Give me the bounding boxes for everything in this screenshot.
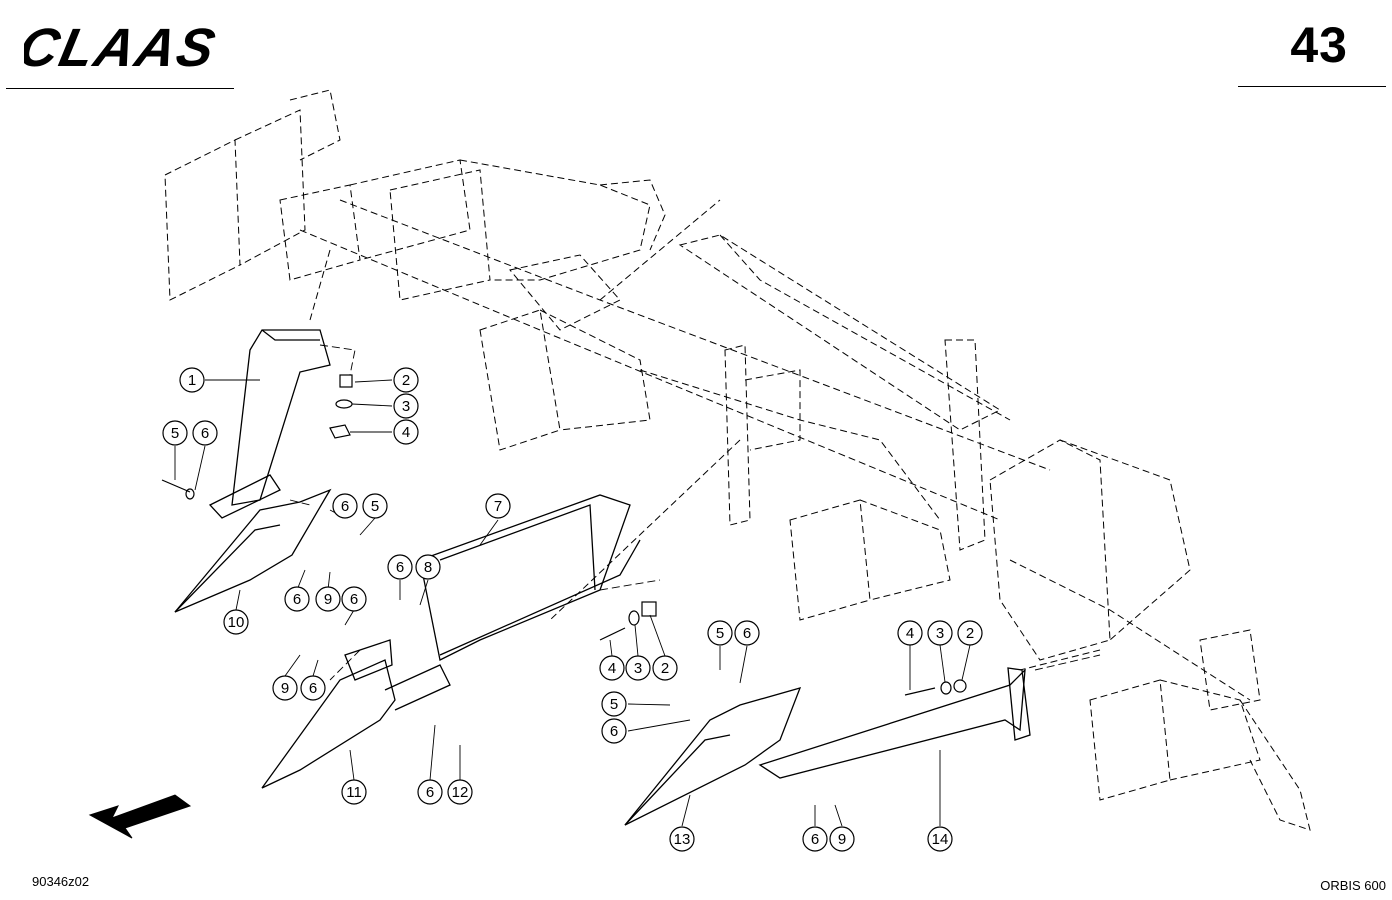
callout-4: 4 [393, 419, 419, 445]
svg-text:8: 8 [424, 559, 432, 576]
svg-text:6: 6 [309, 680, 317, 697]
svg-text:5: 5 [171, 425, 179, 442]
callout-5: 5 [707, 620, 733, 646]
callout-6: 6 [802, 826, 828, 852]
callout-1: 1 [179, 367, 205, 393]
callout-7: 7 [485, 493, 511, 519]
callout-6: 6 [601, 718, 627, 744]
svg-text:12: 12 [452, 784, 469, 801]
callout-2: 2 [652, 655, 678, 681]
claas-logo: CLAAS [24, 18, 222, 76]
svg-text:2: 2 [402, 372, 410, 389]
dashed-frame [164, 89, 1311, 831]
callout-6: 6 [332, 493, 358, 519]
hardware-2-3-4 [329, 374, 353, 439]
svg-text:10: 10 [228, 614, 245, 631]
drawing-id: 90346z02 [32, 874, 90, 889]
svg-text:6: 6 [293, 591, 301, 608]
callouts: 1 2 3 4 5 6 6 5 7 6 8 6 9 6 10 9 6 11 6 … [162, 367, 983, 852]
callout-14: 14 [927, 826, 953, 852]
callout-6: 6 [341, 586, 367, 612]
svg-text:5: 5 [610, 696, 618, 713]
hardware-4-3-2-mid [599, 601, 657, 641]
callout-13: 13 [669, 826, 695, 852]
svg-text:5: 5 [716, 625, 724, 642]
callout-5: 5 [362, 493, 388, 519]
svg-text:3: 3 [936, 625, 944, 642]
bolt-5-6-left [161, 479, 195, 500]
svg-text:11: 11 [346, 784, 362, 801]
svg-text:6: 6 [811, 831, 819, 848]
svg-text:5: 5 [371, 498, 379, 515]
callout-9: 9 [829, 826, 855, 852]
part-1-bracket [208, 329, 331, 519]
callout-5: 5 [601, 691, 627, 717]
svg-text:6: 6 [350, 591, 358, 608]
callout-6: 6 [387, 554, 413, 580]
callout-3: 3 [625, 655, 651, 681]
svg-text:4: 4 [906, 625, 914, 642]
part-14-arm [758, 667, 1031, 779]
svg-text:6: 6 [610, 723, 618, 740]
callout-4: 4 [897, 620, 923, 646]
callout-5: 5 [162, 420, 188, 446]
svg-text:4: 4 [402, 424, 410, 441]
part-11-tine [261, 639, 451, 789]
callout-2: 2 [957, 620, 983, 646]
callout-3: 3 [393, 393, 419, 419]
brand-text: CLAAS [24, 18, 222, 76]
part-10-tine [174, 488, 332, 613]
callout-11: 11 [341, 779, 367, 805]
callout-6: 6 [300, 675, 326, 701]
svg-text:9: 9 [281, 680, 289, 697]
svg-text:6: 6 [201, 425, 209, 442]
svg-text:6: 6 [341, 498, 349, 515]
part-7-frame [419, 494, 641, 661]
callout-9: 9 [272, 675, 298, 701]
callout-9: 9 [315, 586, 341, 612]
callout-6: 6 [284, 586, 310, 612]
svg-text:9: 9 [324, 591, 332, 608]
assembly-lines [289, 344, 1101, 681]
callout-8: 8 [415, 554, 441, 580]
callout-3: 3 [927, 620, 953, 646]
svg-text:1: 1 [188, 372, 196, 389]
svg-text:13: 13 [674, 831, 691, 848]
svg-text:4: 4 [608, 660, 616, 677]
model-name: ORBIS 600 [1320, 878, 1386, 893]
svg-text:3: 3 [634, 660, 642, 677]
svg-text:2: 2 [661, 660, 669, 677]
svg-text:7: 7 [494, 498, 502, 515]
svg-text:6: 6 [743, 625, 751, 642]
callout-10: 10 [223, 609, 249, 635]
svg-text:9: 9 [838, 831, 846, 848]
callout-6: 6 [417, 779, 443, 805]
svg-text:6: 6 [426, 784, 434, 801]
svg-text:6: 6 [396, 559, 404, 576]
callout-2: 2 [393, 367, 419, 393]
callout-6: 6 [192, 420, 218, 446]
callout-4: 4 [599, 655, 625, 681]
svg-text:2: 2 [966, 625, 974, 642]
header-rule-right [1238, 86, 1386, 87]
page-number: 43 [1290, 17, 1348, 73]
hardware-4-3-2-right [904, 679, 967, 696]
callout-12: 12 [447, 779, 473, 805]
callout-6: 6 [734, 620, 760, 646]
part-13-tine [624, 687, 802, 826]
header-rule-left [6, 88, 234, 89]
direction-arrow-icon [88, 794, 192, 839]
svg-text:3: 3 [402, 398, 410, 415]
leader-lines [174, 379, 971, 827]
svg-text:14: 14 [932, 831, 949, 848]
